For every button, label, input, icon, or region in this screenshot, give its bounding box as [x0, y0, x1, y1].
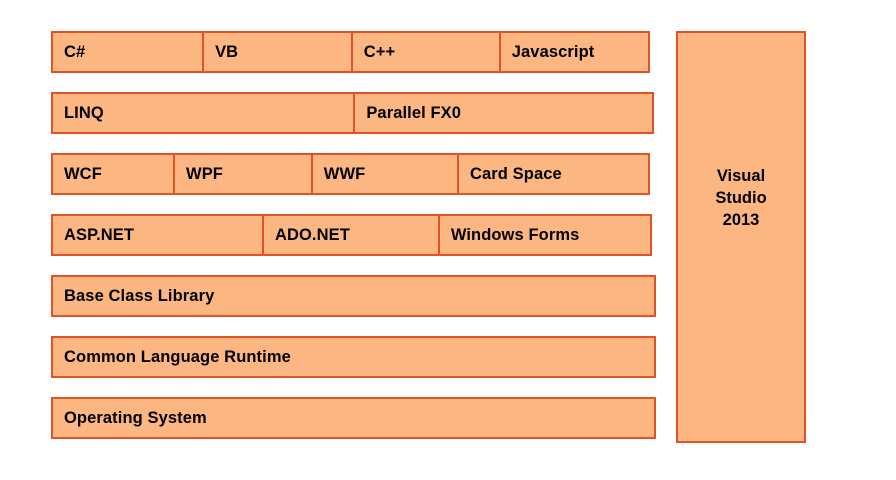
layer-cell: ASP.NET — [51, 214, 264, 256]
layer-cell-label: C++ — [363, 42, 396, 61]
layer-cell: Windows Forms — [437, 214, 652, 256]
layer-row-languages: C# VB C++ Javascript — [51, 31, 656, 73]
layer-cell: Operating System — [51, 397, 656, 439]
layer-cell-label: ASP.NET — [64, 225, 135, 244]
layer-cell-label: Operating System — [64, 408, 207, 427]
layer-cell-label: Common Language Runtime — [64, 347, 291, 366]
layer-row-query-and-parallel: LINQ Parallel FX0 — [51, 92, 656, 134]
layer-cell: ADO.NET — [261, 214, 440, 256]
layer-cell: C# — [51, 31, 205, 73]
layer-cell-label: Javascript — [511, 42, 595, 61]
visual-studio-panel: Visual Studio 2013 — [676, 31, 806, 443]
layer-cell-label: WPF — [186, 164, 223, 183]
layer-cell-label: VB — [215, 42, 239, 61]
layer-cell: C++ — [350, 31, 501, 73]
layer-cell: WCF — [51, 153, 176, 195]
layer-cell-label: WCF — [64, 164, 102, 183]
layer-cell-label: C# — [64, 42, 86, 61]
visual-studio-panel-label: Visual Studio 2013 — [715, 167, 767, 229]
layer-row-common-language-runtime: Common Language Runtime — [51, 336, 656, 378]
layer-cell-label: Windows Forms — [450, 225, 580, 244]
layer-cell-label: WWF — [323, 164, 366, 183]
layer-row-operating-system: Operating System — [51, 397, 656, 439]
layer-cell-label: ADO.NET — [274, 225, 350, 244]
layer-cell: VB — [202, 31, 353, 73]
layer-cell: Card Space — [456, 153, 650, 195]
layer-cell: WPF — [173, 153, 313, 195]
layer-cell-label: Base Class Library — [64, 286, 215, 305]
layer-cell: WWF — [310, 153, 459, 195]
layer-row-services: WCF WPF WWF Card Space — [51, 153, 656, 195]
layer-row-base-class-library: Base Class Library — [51, 275, 656, 317]
layer-cell: Javascript — [498, 31, 650, 73]
layer-cell: Common Language Runtime — [51, 336, 656, 378]
layer-row-application-models: ASP.NET ADO.NET Windows Forms — [51, 214, 656, 256]
layer-cell-label: LINQ — [64, 103, 104, 122]
layer-cell: LINQ — [51, 92, 356, 134]
layer-cell: Parallel FX0 — [353, 92, 654, 134]
layer-cell-label: Parallel FX0 — [366, 103, 462, 122]
layer-cell: Base Class Library — [51, 275, 656, 317]
layer-cell-label: Card Space — [469, 164, 562, 183]
